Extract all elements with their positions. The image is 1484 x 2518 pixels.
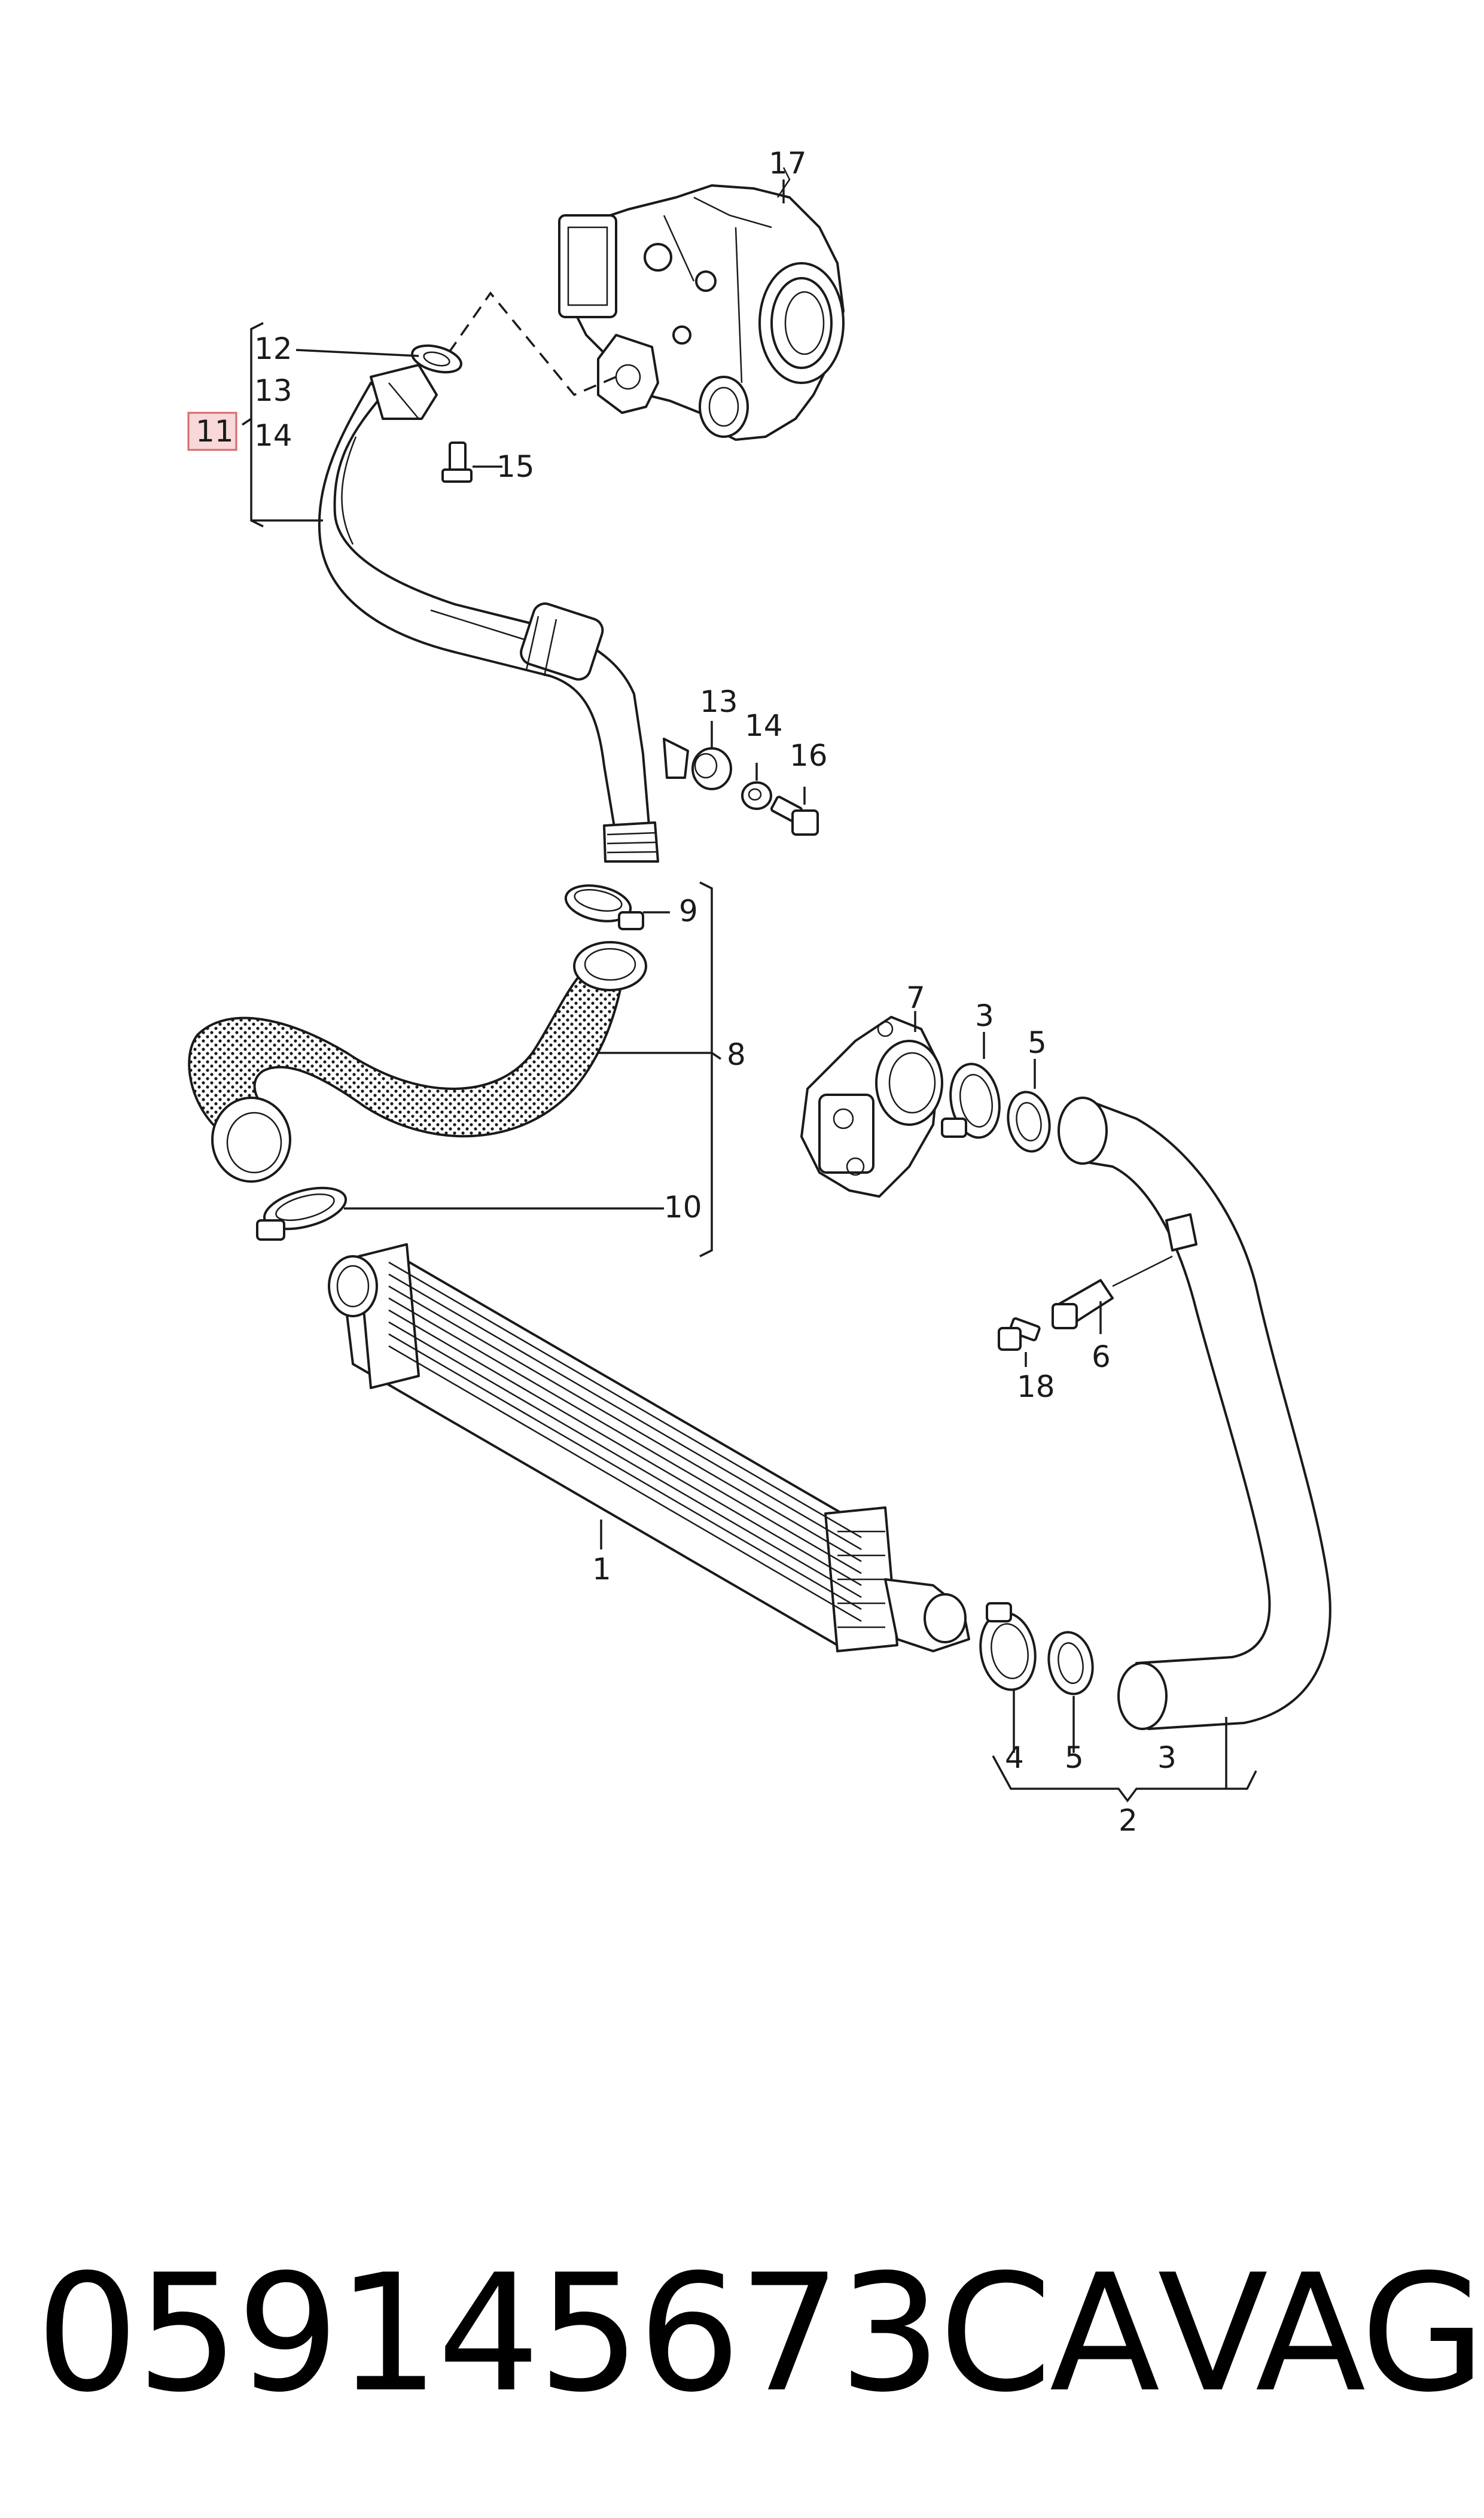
seal-ring-5-upper [1007, 1091, 1051, 1153]
hose-clamp-9 [564, 884, 644, 930]
bolt-16 [770, 796, 819, 836]
callout-3-lower: 3 [1157, 1740, 1177, 1775]
bolt-15 [441, 442, 473, 483]
callout-1: 1 [592, 1552, 611, 1587]
callout-5-upper: 5 [1028, 1025, 1047, 1060]
intercooler [328, 1243, 970, 1652]
part-number: 059145673CA [36, 2239, 1160, 2428]
callout-3-upper: 3 [975, 998, 994, 1033]
callout-14-lower: 14 [745, 708, 783, 743]
part-number-footer: 059145673CA VAG [36, 2237, 1484, 2429]
callout-9: 9 [679, 894, 698, 928]
leader-lines [242, 179, 1257, 1803]
hose-clamp-10 [256, 1186, 348, 1241]
callout-13-lower: 13 [700, 684, 738, 719]
bolt-18 [998, 1317, 1041, 1351]
turbocharger [558, 167, 845, 441]
callout-14-upper: 14 [254, 418, 292, 453]
callout-labels: 1 2 3 3 4 5 5 6 7 8 9 10 11 12 13 13 14 … [196, 146, 1177, 1838]
callout-8: 8 [727, 1037, 746, 1072]
dashed-link-line [447, 291, 617, 397]
hose-clamp-3-upper [941, 1062, 1001, 1139]
gasket-12 [411, 344, 462, 374]
callout-11: 11 [196, 414, 234, 449]
callout-15: 15 [496, 449, 535, 484]
callout-18: 18 [1017, 1369, 1055, 1404]
callout-7: 7 [906, 981, 925, 1015]
sleeve-14 [741, 781, 772, 810]
hose-clamp-4 [979, 1602, 1037, 1691]
brand-label: VAG [1157, 2239, 1484, 2428]
seal-ring-5-lower [1047, 1631, 1094, 1695]
throttle-body-7 [800, 1016, 943, 1198]
callout-2: 2 [1119, 1803, 1138, 1838]
callout-10: 10 [664, 1190, 702, 1225]
callout-5-lower: 5 [1065, 1740, 1084, 1775]
callout-16: 16 [790, 738, 828, 773]
upper-charge-pipe [318, 364, 689, 863]
callout-12: 12 [254, 331, 292, 366]
callout-6: 6 [1092, 1339, 1111, 1374]
sensor-6 [1052, 1255, 1173, 1329]
callout-13-upper: 13 [254, 373, 292, 408]
charge-hose-8 [188, 941, 647, 1183]
right-charge-pipe [1058, 1097, 1331, 1730]
grommet-13 [691, 747, 732, 790]
callout-4: 4 [1005, 1740, 1024, 1775]
callout-17: 17 [769, 146, 807, 181]
highlight-box-11 [187, 412, 237, 451]
